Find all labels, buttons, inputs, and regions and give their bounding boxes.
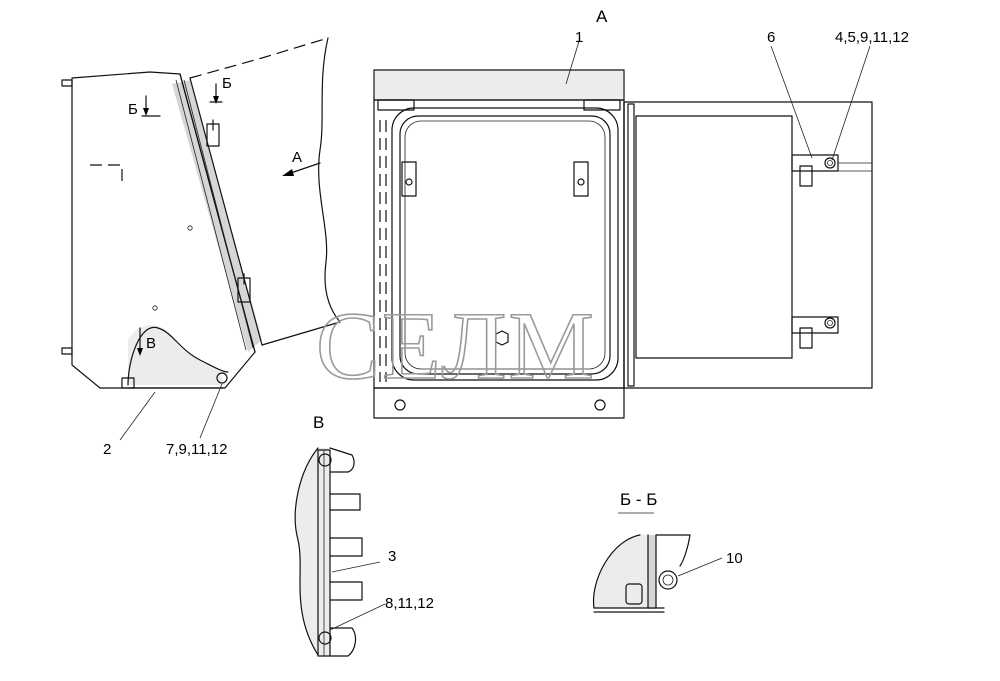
view-v-marker-label: В xyxy=(146,335,156,352)
position-8-11-12-label: 8,11,12 xyxy=(385,595,434,612)
section-b-right-label: Б xyxy=(222,75,232,92)
detail-view-v xyxy=(294,447,363,657)
position-3-label: 3 xyxy=(388,548,396,565)
side-view xyxy=(61,37,341,389)
position-1-label: 1 xyxy=(575,29,583,46)
position-10-label: 10 xyxy=(726,550,743,567)
position-6-label: 6 xyxy=(767,29,775,46)
position-2-label: 2 xyxy=(103,441,111,458)
view-v-title: В xyxy=(313,413,324,432)
leader-lines xyxy=(119,37,871,631)
section-b-left-label: Б xyxy=(128,101,138,118)
watermark-text: СЕЛМ xyxy=(316,292,596,399)
section-bb xyxy=(592,534,691,613)
position-4-5-9-11-12-label: 4,5,9,11,12 xyxy=(835,29,909,46)
position-7-9-11-12-label: 7,9,11,12 xyxy=(166,441,227,458)
arrow-a-label: А xyxy=(292,149,302,166)
section-bb-title: Б - Б xyxy=(620,490,657,509)
view-a-label: А xyxy=(596,7,608,26)
front-view-a xyxy=(373,69,873,419)
